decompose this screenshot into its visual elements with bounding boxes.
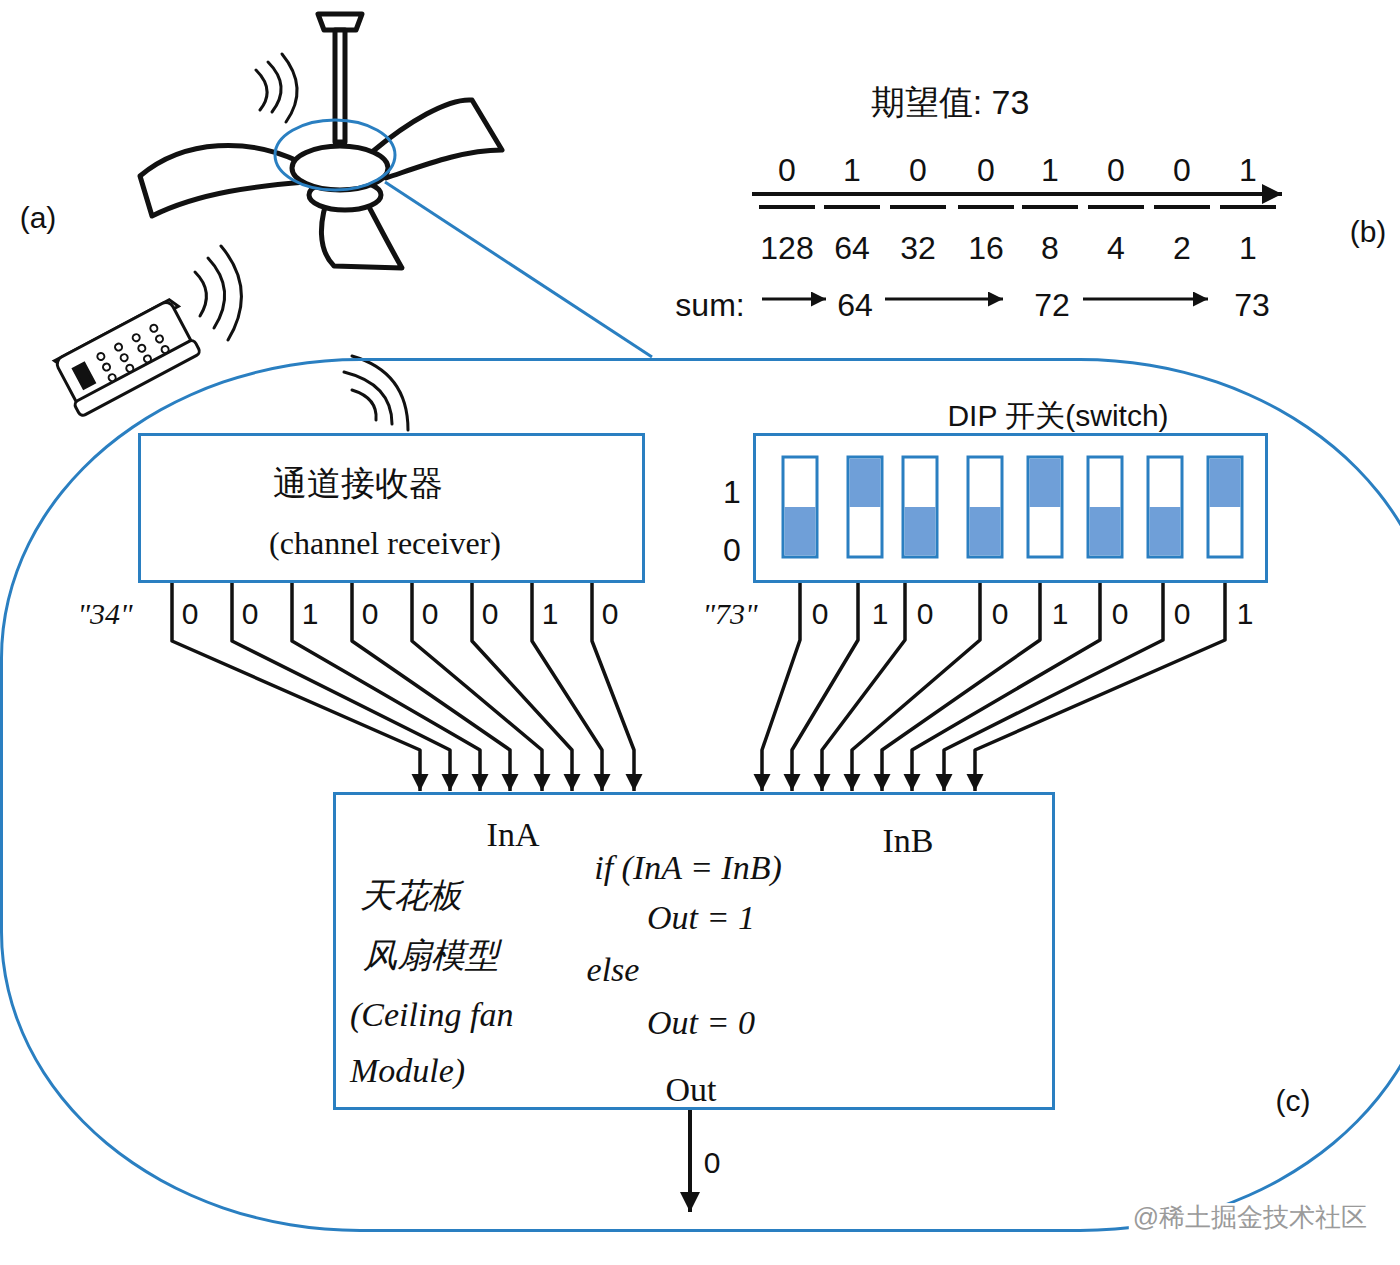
code-line: else (587, 950, 640, 989)
bus-wire (792, 583, 858, 791)
bit-weight: 64 (834, 230, 870, 267)
wire-bit: 0 (182, 597, 199, 632)
fan-module-box: InA InB 天花板风扇模型 (Ceiling fan Module) if (InA… (333, 792, 1055, 1110)
bus-value: "34" (77, 597, 132, 632)
partial-sum: 72 (1034, 287, 1070, 324)
module-name: (Ceiling fan Module) (350, 987, 565, 1099)
bit-value: 1 (1239, 152, 1257, 189)
wire-bit: 0 (602, 597, 619, 632)
switch-level: 0 (723, 532, 741, 569)
bit-weight: 8 (1041, 230, 1059, 267)
zoom-ellipse (275, 120, 395, 190)
wire-bit: 1 (302, 597, 319, 632)
port-name: Out (666, 1070, 717, 1109)
bus-wire (762, 583, 800, 791)
bit-weight: 1 (1239, 230, 1257, 267)
wire-bit: 0 (482, 597, 499, 632)
port-name: InB (883, 821, 934, 860)
bit-value: 0 (778, 152, 796, 189)
bit-value: 0 (1107, 152, 1125, 189)
box-subtitle: (channel receiver) (269, 525, 501, 562)
bus-connector (172, 583, 634, 791)
watermark: @稀土掘金技术社区 (1129, 1203, 1371, 1233)
bus-wire (592, 583, 634, 791)
switch-level: 1 (723, 474, 741, 511)
bit-weight: 16 (968, 230, 1004, 267)
bit-line (752, 194, 1282, 299)
bit-weight: 2 (1173, 230, 1191, 267)
bit-weight: 128 (760, 230, 813, 267)
bus-value: "73" (702, 597, 757, 632)
bit-weight: 4 (1107, 230, 1125, 267)
output-bit: 0 (704, 1146, 721, 1181)
bus-wire (172, 583, 420, 791)
wire-bit: 0 (242, 597, 259, 632)
bus-wire (412, 583, 542, 791)
panel-label: (c) (1276, 1084, 1311, 1119)
sum-label: sum: (675, 287, 744, 324)
bus-wire (975, 583, 1225, 791)
bit-value: 0 (909, 152, 927, 189)
remote-control (52, 297, 203, 417)
module-name: 风扇模型 (363, 936, 499, 975)
bus-wire (472, 583, 572, 791)
wire-bit: 0 (1112, 597, 1129, 632)
dip-switch-box: DIP 开关(switch) (753, 433, 1268, 583)
code-line: if (InA = InB) (594, 848, 782, 887)
receiver-box: 通道接收器 (channel receiver) (138, 433, 645, 583)
bus-wire (944, 583, 1163, 791)
output-arrow (688, 1110, 692, 1212)
bit-value: 1 (1041, 152, 1059, 189)
wire-bit: 0 (362, 597, 379, 632)
partial-sum: 73 (1234, 287, 1270, 324)
wire-bit: 0 (422, 597, 439, 632)
system-region: 通道接收器 (channel receiver) DIP 开关(switch) InA… (0, 358, 1400, 1232)
bit-value: 0 (1173, 152, 1191, 189)
code-line: Out = 1 (647, 898, 755, 937)
expected-value: 期望值: 73 (871, 83, 1030, 122)
wire-bit: 1 (1237, 597, 1254, 632)
port-name: InA (487, 815, 540, 854)
bus-wire (822, 583, 905, 791)
bus-wire (292, 583, 480, 791)
box-title: 通道接收器 (273, 464, 443, 503)
bit-value: 0 (977, 152, 995, 189)
zoom-leader (385, 182, 652, 357)
wire-bit: 1 (1052, 597, 1069, 632)
code-line: Out = 0 (647, 1003, 755, 1042)
bit-weight: 32 (900, 230, 936, 267)
wire-bit: 0 (812, 597, 829, 632)
panel-label: (a) (20, 201, 57, 236)
bus-connector (762, 583, 1225, 791)
partial-sum: 64 (837, 287, 873, 324)
panel-label: (b) (1350, 215, 1387, 250)
bus-wire (852, 583, 980, 791)
wire-bit: 0 (917, 597, 934, 632)
module-name: 天花板 (360, 876, 462, 915)
bit-value: 1 (843, 152, 861, 189)
wire-bit: 1 (542, 597, 559, 632)
ceiling-fan (140, 14, 502, 268)
signal-waves (195, 246, 408, 430)
dip-switches (783, 457, 1242, 557)
bus-wire (352, 583, 510, 791)
wire-bit: 1 (872, 597, 889, 632)
wire-bit: 0 (1174, 597, 1191, 632)
box-heading: DIP 开关(switch) (947, 399, 1168, 434)
wire-bit: 0 (992, 597, 1009, 632)
